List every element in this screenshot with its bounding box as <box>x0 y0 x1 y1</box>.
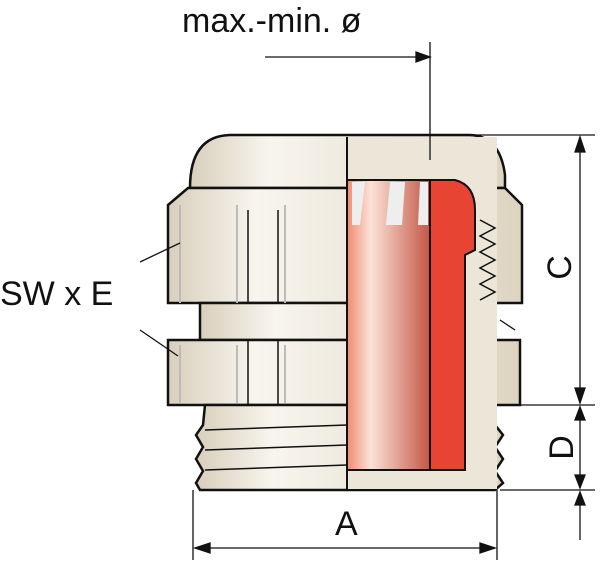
dimension-d-label: D <box>542 435 581 460</box>
wrench-size-label: SW x E <box>0 275 114 313</box>
dimension-c-label: C <box>540 255 579 280</box>
clamp-insert <box>429 179 476 471</box>
dimension-a-label: A <box>335 505 358 543</box>
dimension-lines <box>139 42 595 560</box>
diameter-label: max.-min. ø <box>182 2 362 40</box>
